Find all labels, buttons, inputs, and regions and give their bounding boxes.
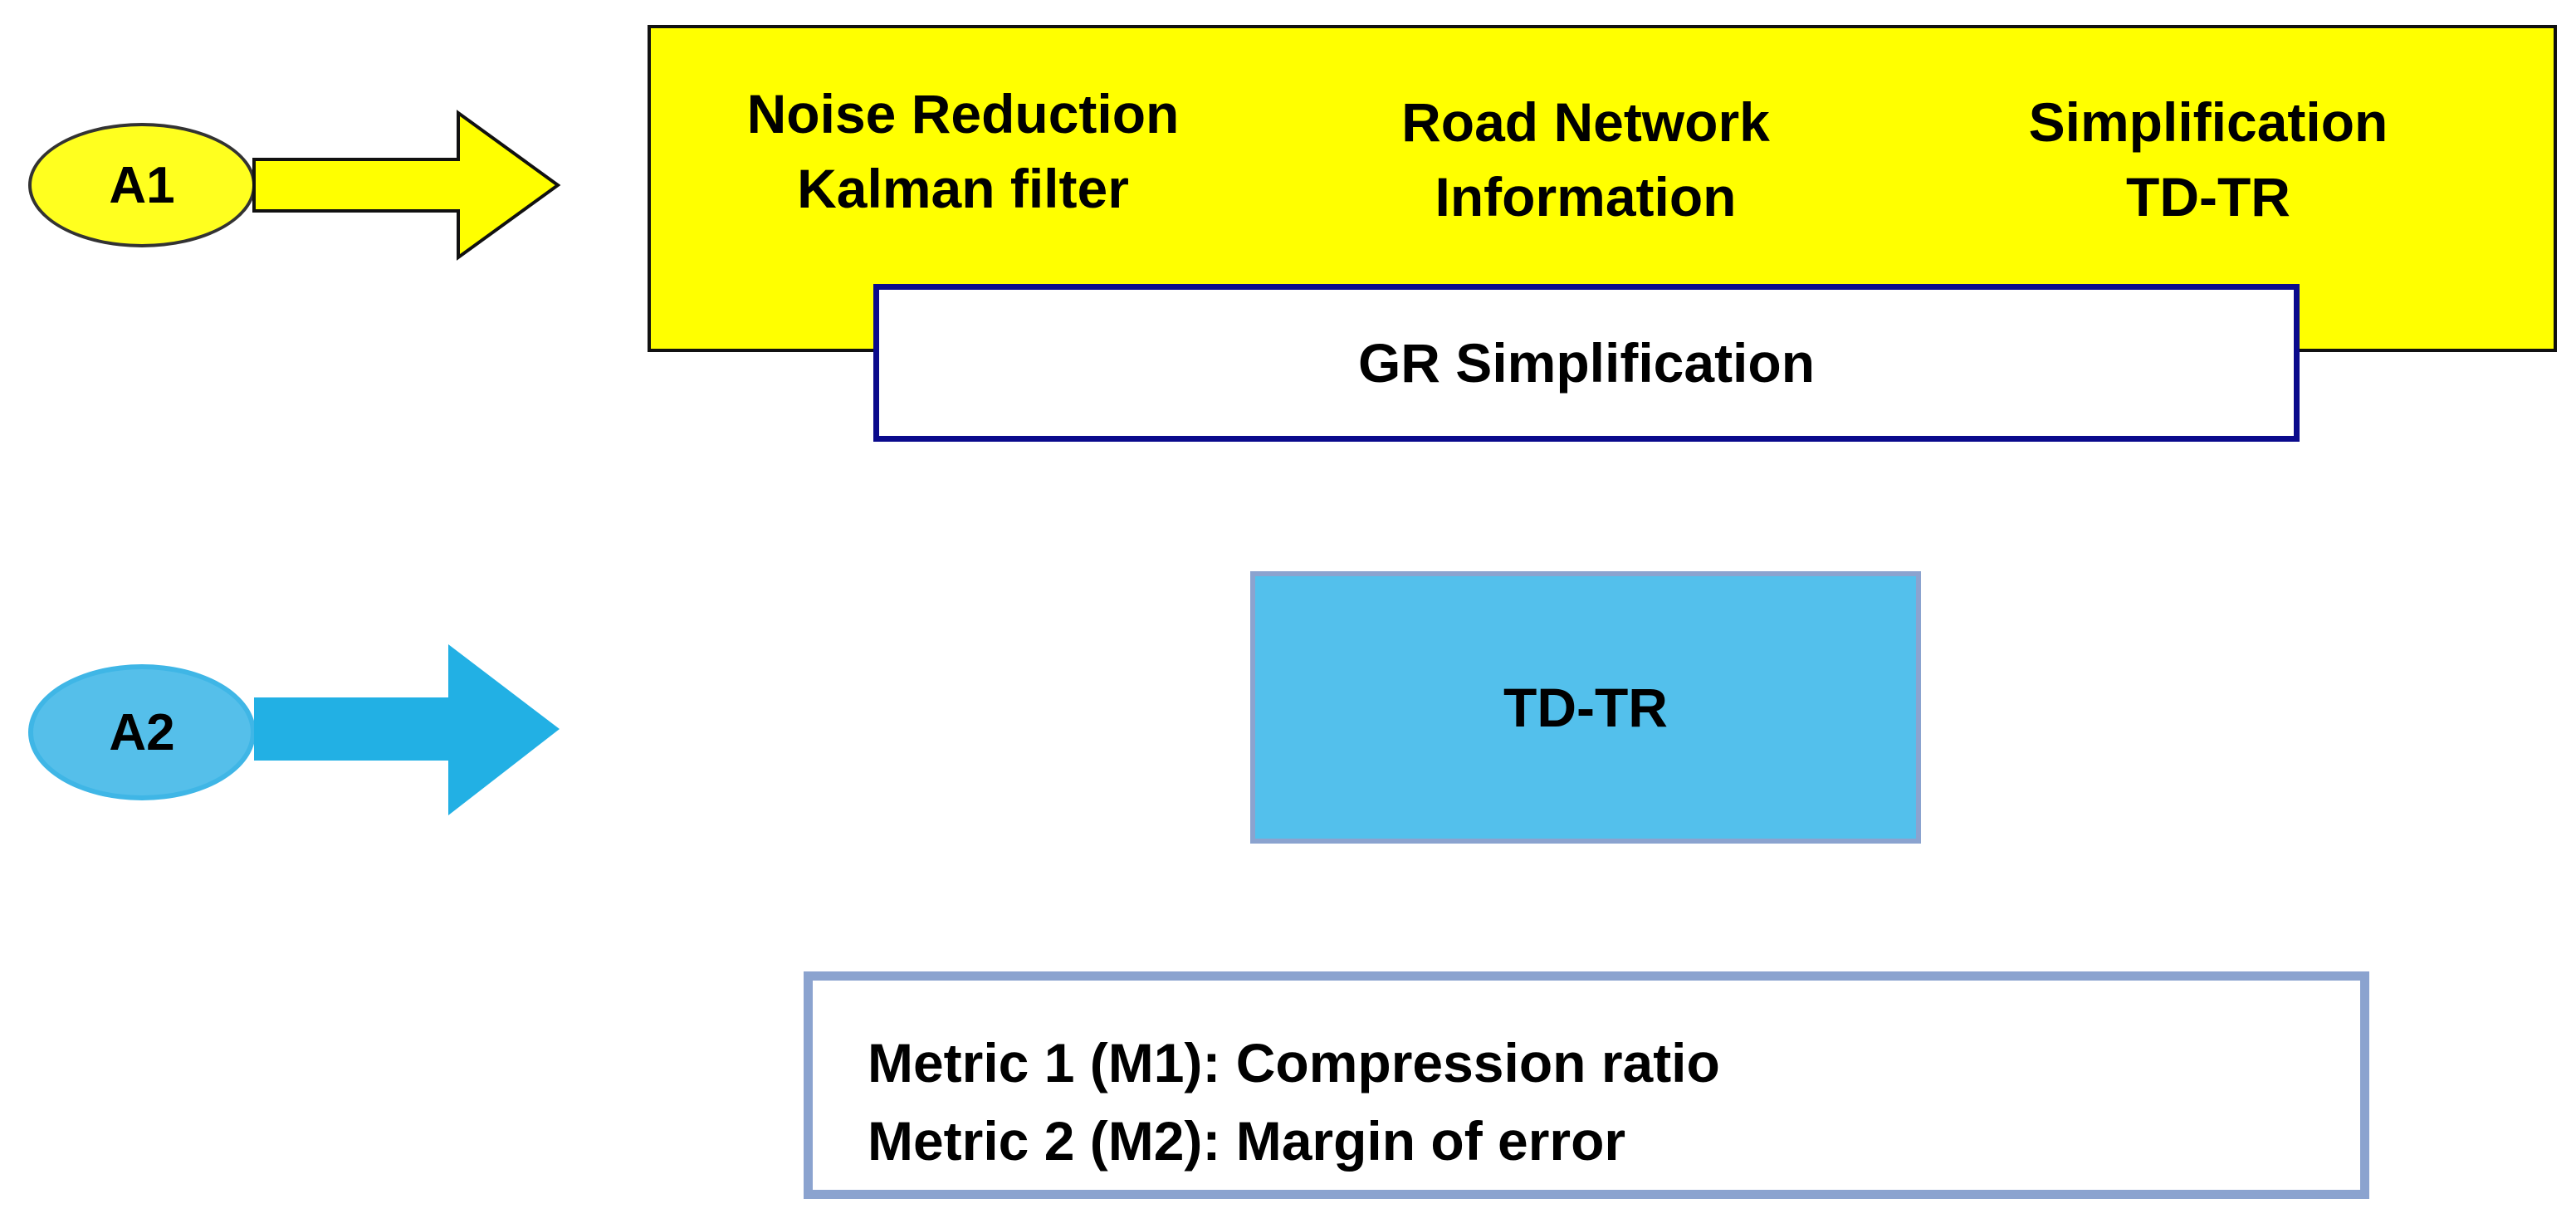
step-road-network-title: Road Network xyxy=(1401,91,1770,153)
step-simplification-method: TD-TR xyxy=(2126,166,2290,227)
metrics-box: Metric 1 (M1): Compression ratio Metric … xyxy=(804,971,2369,1199)
step-noise-reduction: Noise Reduction Kalman filter xyxy=(697,76,1229,226)
step-simplification-title: Simplification xyxy=(2028,91,2388,153)
approach-a2-label: A2 xyxy=(109,703,175,761)
step-road-network-subtitle: Information xyxy=(1435,166,1737,227)
metric-1: Metric 1 (M1): Compression ratio xyxy=(868,1032,1720,1093)
approach-a2-ellipse: A2 xyxy=(28,664,256,800)
step-noise-reduction-title: Noise Reduction xyxy=(746,83,1180,144)
approach-a1-label: A1 xyxy=(109,156,175,214)
gr-simplification-box: GR Simplification xyxy=(873,284,2300,442)
gr-simplification-label: GR Simplification xyxy=(1357,332,1816,394)
approach-a1-ellipse: A1 xyxy=(28,123,256,247)
a2-tdtr-box: TD-TR xyxy=(1250,571,1921,844)
step-noise-reduction-method: Kalman filter xyxy=(797,158,1129,219)
step-simplification: Simplification TD-TR xyxy=(1943,85,2474,234)
step-road-network: Road Network Information xyxy=(1320,85,1851,234)
metric-2: Metric 2 (M2): Margin of error xyxy=(868,1110,1626,1172)
a2-tdtr-label: TD-TR xyxy=(1503,677,1668,738)
a2-right-arrow-icon xyxy=(254,644,560,815)
a1-right-arrow-icon xyxy=(252,110,561,261)
